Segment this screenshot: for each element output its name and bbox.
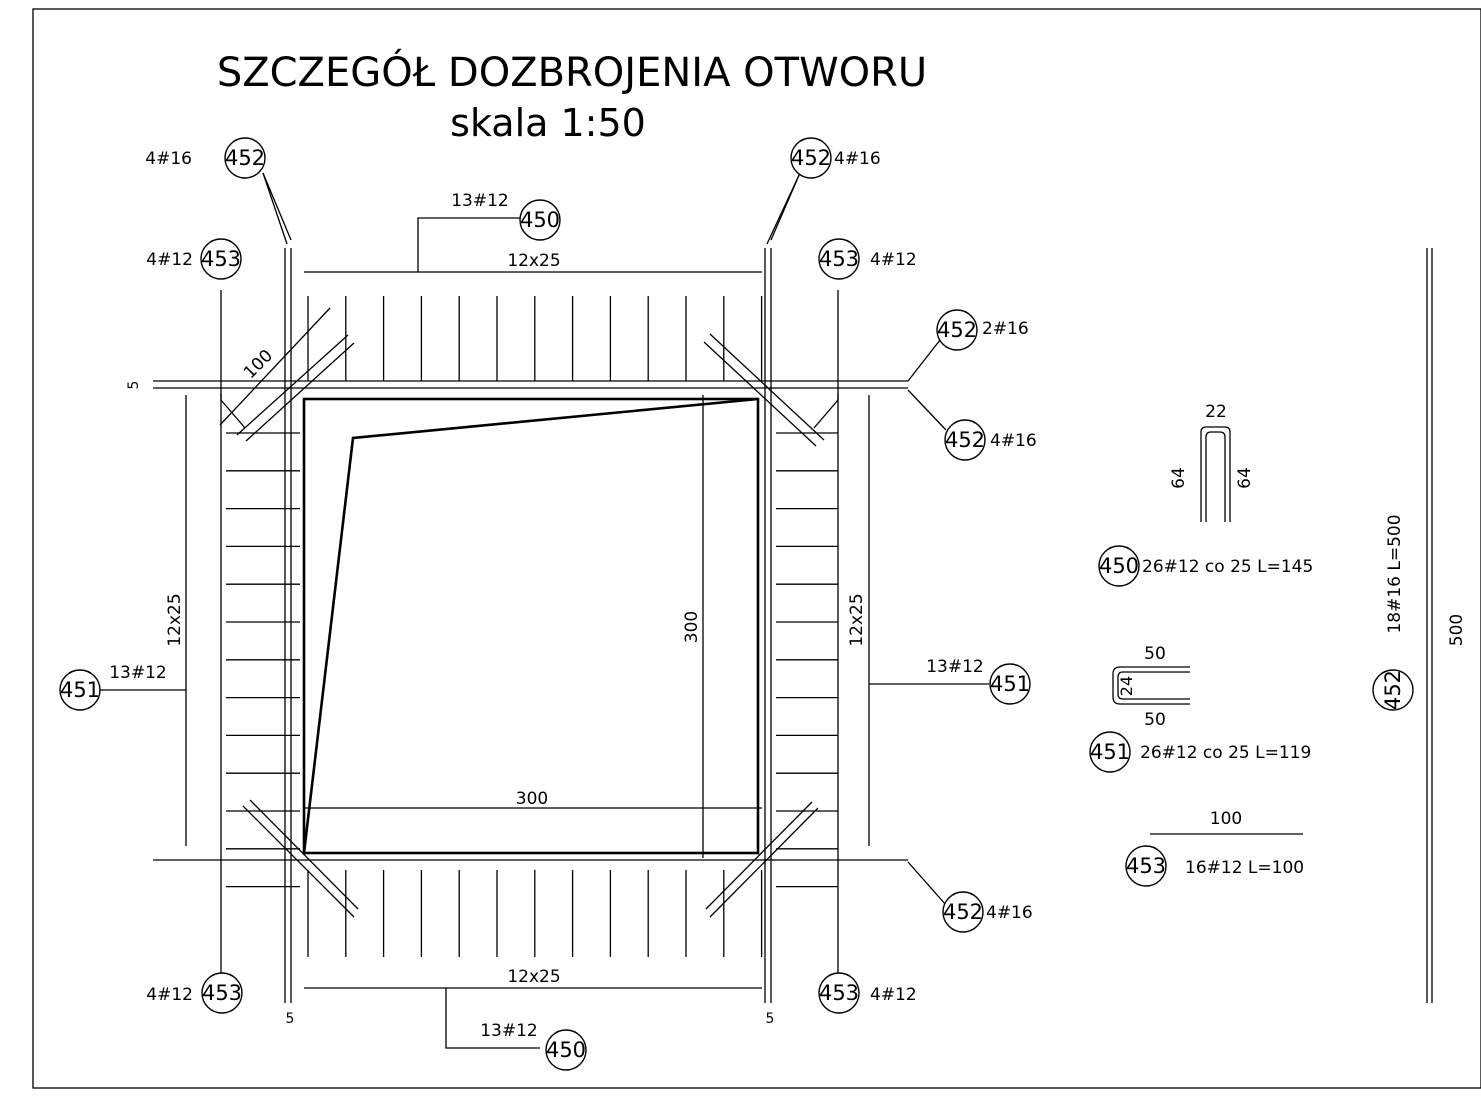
s452-spec: 18#16 L=500 — [1385, 514, 1405, 633]
c450-bot-label: 13#12 — [480, 1021, 538, 1041]
bubble-450-schedule-text: 450 — [1099, 554, 1139, 578]
bubble-452-schedule — [1372, 669, 1414, 711]
c453-tr-label: 4#12 — [870, 250, 917, 270]
c452-tr-label: 4#16 — [834, 149, 881, 169]
bubble-452-tr — [790, 137, 832, 179]
main-rebar-lines — [153, 248, 908, 1003]
s451-bot: 50 — [1144, 710, 1166, 730]
sheet-border — [32, 8, 1481, 1089]
dimension-lines — [185, 271, 870, 989]
shape-451 — [1112, 666, 1190, 705]
bubble-450-top-text: 450 — [520, 208, 560, 232]
c450-top-label: 13#12 — [451, 191, 509, 211]
bubble-451-left-text: 451 — [60, 678, 100, 702]
stirrups — [226, 296, 838, 957]
bubble-450-bot — [545, 1029, 587, 1071]
bubble-450-bot-text: 450 — [546, 1038, 586, 1062]
c453-tl-label: 4#12 — [146, 250, 193, 270]
bubble-450-schedule — [1098, 545, 1140, 587]
c452-tl-label: 4#16 — [145, 149, 192, 169]
dim-bottom: 12x25 — [507, 967, 560, 987]
s450-right: 64 — [1235, 467, 1255, 489]
bubble-453-tl — [200, 238, 242, 280]
dim-height: 300 — [682, 611, 702, 643]
bubble-453-tr-text: 453 — [819, 247, 859, 271]
bubble-451-right — [989, 663, 1031, 705]
bubble-452-br — [942, 891, 984, 933]
dim-cover-br: 5 — [766, 1011, 775, 1027]
bubble-451-schedule — [1089, 731, 1131, 773]
bubble-452-r2 — [944, 419, 986, 461]
s453-spec: 16#12 L=100 — [1185, 858, 1304, 878]
bar-schedule: 22 64 64 450 26#12 co 25 L=145 50 24 50 … — [1089, 248, 1467, 1003]
s450-spec: 26#12 co 25 L=145 — [1142, 557, 1313, 577]
dim-cover-bl: 5 — [286, 1011, 295, 1027]
bubble-453-schedule — [1125, 845, 1167, 887]
c452-br-label: 4#16 — [986, 903, 1033, 923]
s452-length: 500 — [1447, 614, 1467, 646]
bubble-453-br-text: 453 — [819, 981, 859, 1005]
s451-spec: 26#12 co 25 L=119 — [1140, 743, 1311, 763]
bubble-453-br — [818, 972, 860, 1014]
s451-top: 50 — [1144, 644, 1166, 664]
bubble-452-tr-text: 452 — [791, 146, 831, 170]
bubble-452-schedule-text: 452 — [1381, 670, 1405, 710]
dim-diagonal: 100 — [240, 346, 277, 383]
s451-side: 24 — [1117, 676, 1136, 696]
bubble-451-schedule-text: 451 — [1090, 740, 1130, 764]
dim-cover-left: 5 — [126, 381, 142, 390]
bubble-453-bl-text: 453 — [202, 981, 242, 1005]
bubble-452-br-text: 452 — [943, 900, 983, 924]
opening-frame — [302, 397, 760, 855]
bubble-453-bl — [201, 972, 243, 1014]
bubble-451-right-text: 451 — [990, 672, 1030, 696]
drawing-scale: skala 1:50 — [450, 101, 646, 145]
drawing-title: SZCZEGÓŁ DOZBROJENIA OTWORU — [217, 48, 927, 96]
s453-length: 100 — [1210, 809, 1242, 829]
s450-top: 22 — [1205, 402, 1227, 422]
dim-top: 12x25 — [507, 251, 560, 271]
bubble-453-tr — [818, 238, 860, 280]
bubble-452-r1-text: 452 — [937, 318, 977, 342]
bubble-453-schedule-text: 453 — [1126, 854, 1166, 878]
bubble-453-tl-text: 453 — [201, 247, 241, 271]
shape-450 — [1200, 426, 1231, 522]
diagonal-bars — [236, 333, 825, 918]
c452-r1-label: 2#16 — [982, 319, 1029, 339]
leader-lines — [100, 172, 989, 1049]
c453-br-label: 4#12 — [870, 985, 917, 1005]
dim-width: 300 — [516, 789, 548, 809]
bubble-452-tl — [224, 137, 266, 179]
bubble-452-r2-text: 452 — [945, 428, 985, 452]
c451-left-label: 13#12 — [109, 663, 167, 683]
bubble-452-r1 — [936, 309, 978, 351]
bubble-451-left — [59, 669, 101, 711]
dim-right: 12x25 — [847, 593, 867, 646]
c453-bl-label: 4#12 — [146, 985, 193, 1005]
s450-left: 64 — [1169, 467, 1189, 489]
c451-right-label: 13#12 — [926, 657, 984, 677]
bubble-452-tl-text: 452 — [225, 146, 265, 170]
c452-r2-label: 4#16 — [990, 431, 1037, 451]
dim-left: 12x25 — [165, 593, 185, 646]
bubble-450-top — [519, 199, 561, 241]
